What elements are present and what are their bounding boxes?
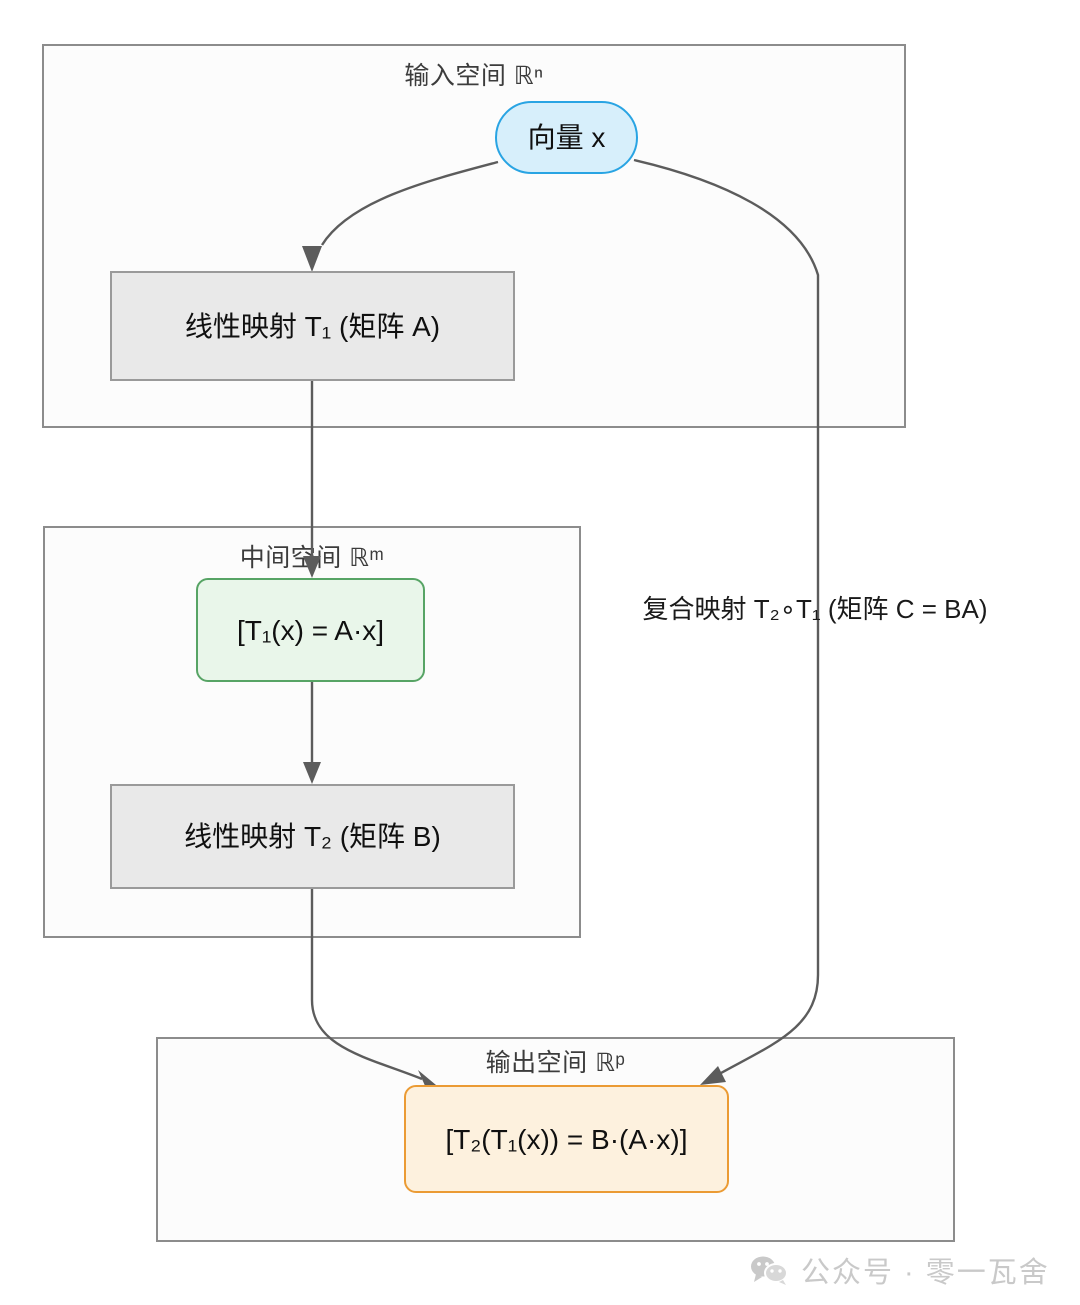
node-result-composite[interactable]: [T₂(T₁(x)) = B·(A·x)] bbox=[404, 1085, 729, 1193]
middle-space-title: 中间空间 ℝᵐ bbox=[239, 544, 385, 572]
watermark: 公众号 · 零一瓦舍 bbox=[749, 1249, 1050, 1291]
node-linear-map-t2[interactable]: 线性映射 T₂ (矩阵 B) bbox=[110, 784, 515, 889]
composite-mapping-label: 复合映射 T₂∘T₁ (矩阵 C = BA) bbox=[642, 594, 988, 624]
node-result-t1[interactable]: [T₁(x) = A·x] bbox=[196, 578, 425, 682]
node-linear-map-t1[interactable]: 线性映射 T₁ (矩阵 A) bbox=[110, 271, 515, 381]
output-space-title: 输出空间 ℝᵖ bbox=[485, 1049, 626, 1077]
wechat-icon bbox=[751, 1256, 788, 1285]
node-vector-x[interactable]: 向量 x bbox=[495, 101, 638, 174]
input-space-title: 输入空间 ℝⁿ bbox=[404, 62, 544, 90]
watermark-text: 公众号 · 零一瓦舍 bbox=[801, 1257, 1050, 1289]
